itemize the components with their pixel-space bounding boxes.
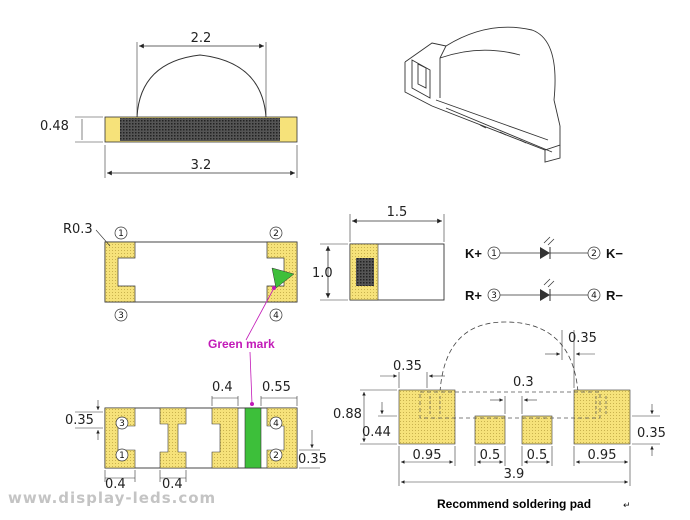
front-view: 2.2 0.48 3.2 bbox=[40, 31, 298, 178]
dim-3-2: 3.2 bbox=[191, 158, 212, 173]
circuit-pin-4: 4 bbox=[591, 291, 597, 301]
watermark: www.display-leds.com bbox=[8, 489, 216, 507]
pin-2-marker: 2 bbox=[273, 229, 279, 239]
pin-1-marker: 1 bbox=[118, 229, 124, 239]
pad-dim-0-95-left: 0.95 bbox=[413, 448, 442, 463]
pin-4-marker: 4 bbox=[273, 311, 279, 321]
r-plus-label: R+ bbox=[465, 288, 482, 303]
isometric-view bbox=[404, 26, 561, 163]
bottom-pin-1: 1 bbox=[119, 451, 125, 461]
dim-1-0: 1.0 bbox=[312, 266, 333, 281]
circuit-pin-3: 3 bbox=[491, 291, 497, 301]
bottom-pin-4: 4 bbox=[273, 419, 279, 429]
k-plus-label: K+ bbox=[465, 246, 482, 261]
dim-0-35-left: 0.35 bbox=[65, 413, 94, 428]
k-minus-label: K− bbox=[606, 246, 623, 261]
green-mark-label: Green mark bbox=[208, 337, 275, 351]
bottom-pin-2: 2 bbox=[273, 451, 279, 461]
pad-dim-0-44: 0.44 bbox=[362, 425, 391, 440]
bottom-view: 3 1 4 2 0.35 0.4 0.55 0.35 0.4 0.4 bbox=[65, 380, 327, 492]
circuit-pin-1: 1 bbox=[491, 249, 497, 259]
pad-dim-0-35-top-right: 0.35 bbox=[568, 331, 597, 346]
dim-1-5: 1.5 bbox=[387, 205, 408, 220]
dim-2-2: 2.2 bbox=[191, 31, 212, 46]
circuit-symbols: K+ 1 2 K− R+ 3 4 R− bbox=[465, 236, 623, 303]
circuit-pin-2: 2 bbox=[591, 249, 597, 259]
pad-dim-3-9: 3.9 bbox=[504, 467, 525, 482]
pad-caption-mark: ↵ bbox=[623, 501, 631, 511]
soldering-pad-layout: 0.35 0.35 0.3 0.88 0.44 0.35 bbox=[333, 321, 666, 511]
top-view-pins: R0.3 1 2 3 4 bbox=[63, 222, 298, 322]
pad-dim-0-5-b: 0.5 bbox=[527, 448, 548, 463]
pad-dim-0-5-a: 0.5 bbox=[480, 448, 501, 463]
pad-caption: Recommend soldering pad bbox=[437, 497, 591, 511]
pad-dim-0-95-right: 0.95 bbox=[588, 448, 617, 463]
bottom-pin-3: 3 bbox=[119, 419, 125, 429]
dim-0-35-right: 0.35 bbox=[298, 452, 327, 467]
pad-dim-0-35-right: 0.35 bbox=[637, 426, 666, 441]
pad-dim-0-88: 0.88 bbox=[333, 407, 362, 422]
side-view: 1.5 1.0 bbox=[312, 205, 445, 301]
radius-label: R0.3 bbox=[63, 222, 93, 237]
dim-0-4-top: 0.4 bbox=[212, 380, 233, 395]
r-minus-label: R− bbox=[606, 288, 623, 303]
pad-dim-0-3: 0.3 bbox=[513, 375, 534, 390]
dim-0-48: 0.48 bbox=[40, 119, 69, 134]
dim-0-4-bottom-a: 0.4 bbox=[105, 477, 126, 492]
pad-dim-0-35-left: 0.35 bbox=[393, 359, 422, 374]
pin-3-marker: 3 bbox=[118, 311, 124, 321]
dim-0-4-bottom-b: 0.4 bbox=[162, 477, 183, 492]
dim-0-55: 0.55 bbox=[262, 380, 291, 395]
green-mark-annotation: Green mark bbox=[208, 286, 276, 406]
